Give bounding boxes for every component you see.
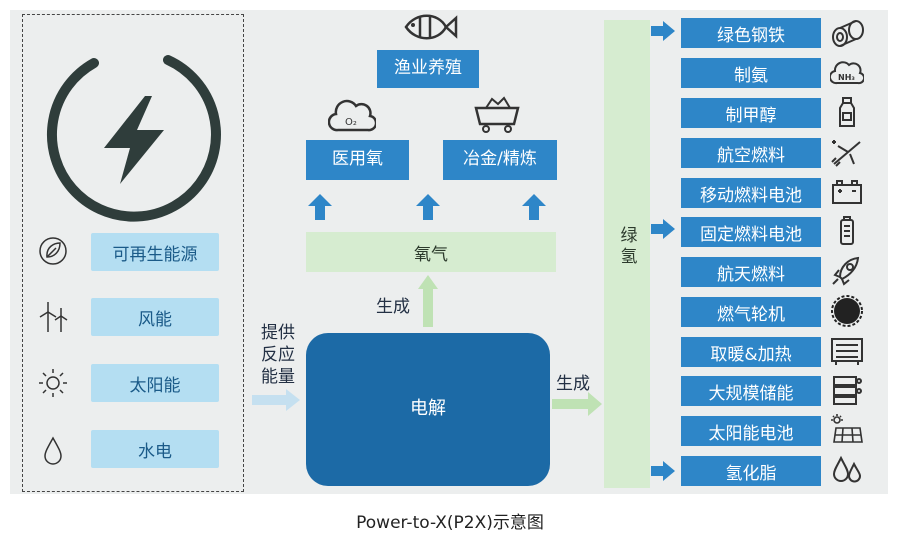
svg-text:NH₃: NH₃ [838, 73, 855, 82]
cell-icon [840, 216, 854, 245]
drops-icon [832, 455, 862, 483]
use-mobile-fuel-cell: 移动燃料电池 [681, 178, 821, 208]
produce-hydrogen-label: 生成 [556, 374, 590, 394]
source-wind: 风能 [91, 298, 219, 336]
storage-icon [833, 376, 862, 405]
diagram-caption: Power-to-X(P2X)示意图 [356, 513, 544, 533]
steel-roll-icon [832, 20, 864, 47]
up-arrow-metallurgy [416, 194, 440, 220]
o2-cloud-icon: O₂ [328, 99, 376, 132]
use-gas-turbine: 燃气轮机 [681, 297, 821, 327]
energy-sources-box [22, 14, 244, 492]
fishery-box: 渔业养殖 [377, 50, 479, 88]
metallurgy-box: 冶金/精炼 [443, 140, 557, 180]
arrow-to-steel [651, 21, 675, 41]
produce-oxygen-label: 生成 [376, 297, 410, 317]
supply-arrow [252, 389, 300, 411]
solar-panel-icon [831, 414, 863, 443]
use-aviation-fuel: 航空燃料 [681, 138, 821, 168]
source-hydro: 水电 [91, 430, 219, 468]
use-aerospace-fuel: 航天燃料 [681, 257, 821, 287]
airplane-icon [831, 140, 861, 167]
leaf-globe-icon [39, 237, 67, 265]
svg-text:O₂: O₂ [345, 117, 357, 128]
wind-turbine-icon [39, 302, 68, 332]
rocket-icon [832, 256, 860, 286]
power-icon [46, 55, 221, 222]
source-renewable: 可再生能源 [91, 233, 219, 271]
hydrogen-right-arrow [552, 392, 602, 416]
green-hydrogen-label: 绿氢 [616, 226, 637, 268]
use-large-storage: 大规模储能 [681, 376, 821, 406]
radiator-icon [831, 338, 863, 365]
mine-cart-icon [474, 96, 520, 133]
green-hydrogen-bar: 绿氢 [604, 20, 650, 488]
use-hydrogenated-fat: 氢化脂 [681, 456, 821, 486]
up-arrow-medical [308, 194, 332, 220]
up-arrow-fishery [522, 194, 546, 220]
arrow-to-hydrogenated-fat [651, 461, 675, 481]
medical-oxygen-box: 医用氧 [306, 140, 409, 180]
use-stationary-fuel-cell: 固定燃料电池 [681, 217, 821, 247]
water-drop-icon [44, 436, 62, 465]
oxygen-up-arrow [418, 275, 438, 327]
use-ammonia: 制氨 [681, 58, 821, 88]
bottle-icon [839, 97, 855, 127]
use-methanol: 制甲醇 [681, 98, 821, 128]
supply-energy-label: 提供 反应 能量 [261, 323, 295, 387]
use-solar-cell: 太阳能电池 [681, 416, 821, 446]
use-green-steel: 绿色钢铁 [681, 18, 821, 48]
source-solar: 太阳能 [91, 364, 219, 402]
fish-icon [404, 14, 458, 40]
electrolysis-box: 电解 [306, 333, 550, 486]
battery-icon [832, 180, 862, 204]
nh3-cloud-icon: NH₃ [830, 61, 864, 85]
oxygen-box: 氧气 [306, 232, 556, 272]
turbine-icon [831, 295, 863, 327]
use-heating: 取暖&加热 [681, 337, 821, 367]
arrow-to-fuel-cell [651, 219, 675, 239]
sun-icon [39, 369, 67, 397]
